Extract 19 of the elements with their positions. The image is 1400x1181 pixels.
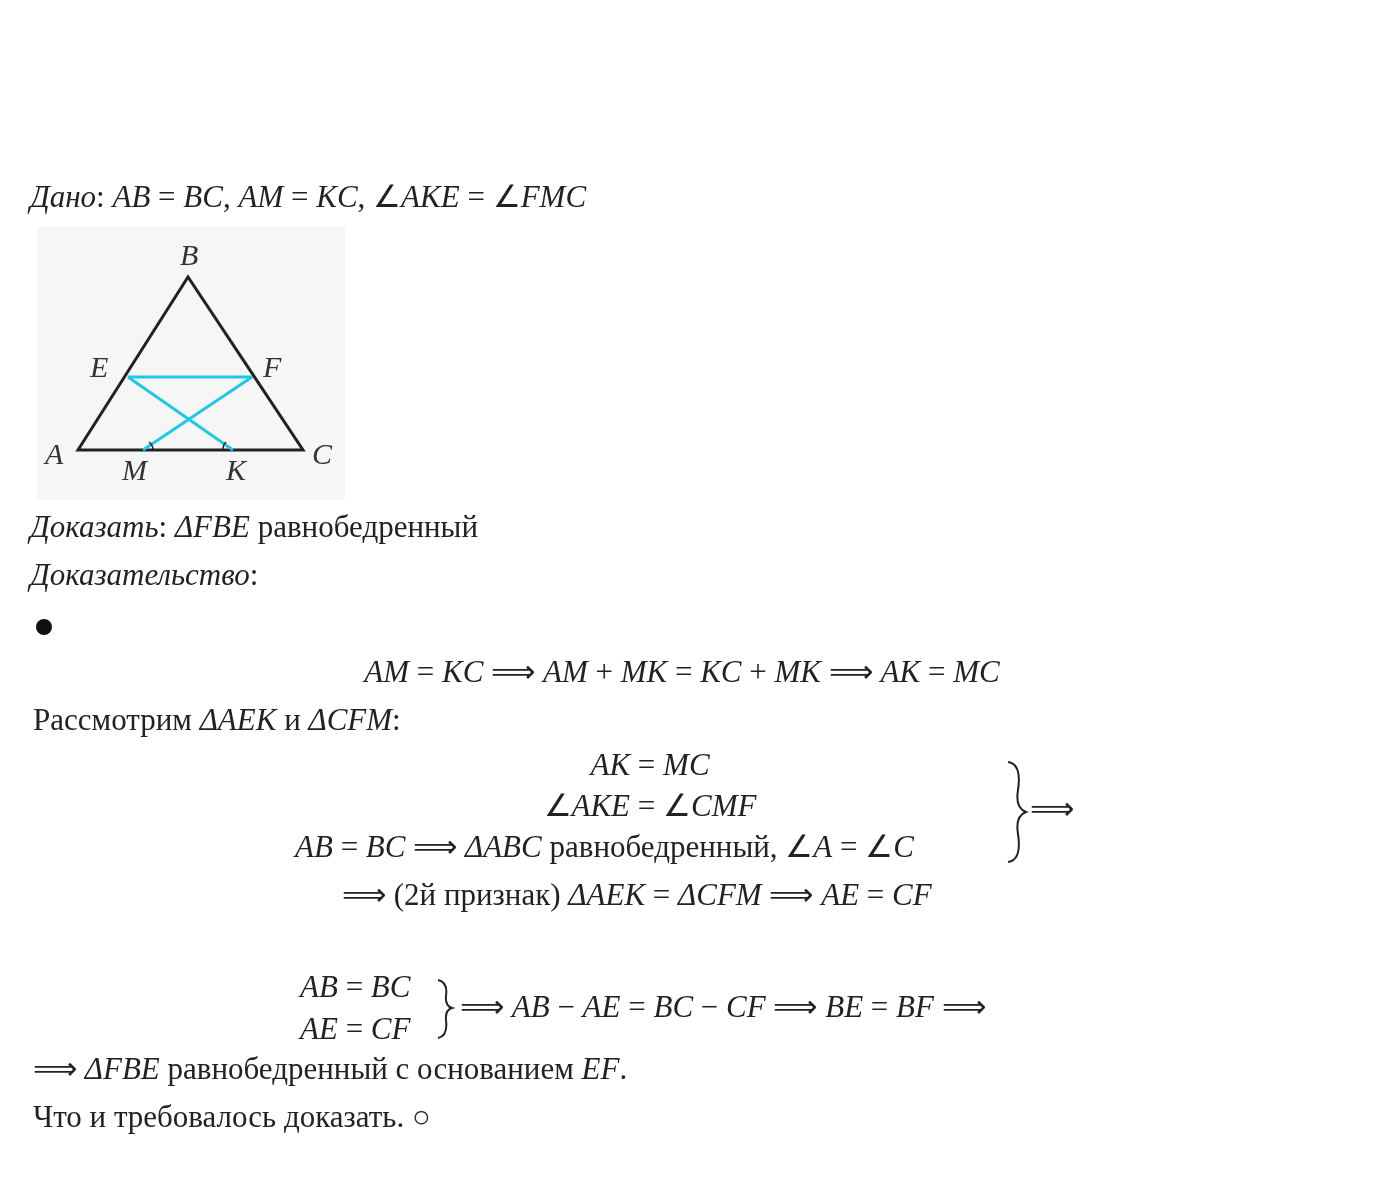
vertex-label: M xyxy=(122,453,147,486)
equation-line: ⟹ (2й признак) ΔAEK = ΔCFM ⟹ AE = CF xyxy=(342,878,932,913)
equation-line: AB = BC xyxy=(300,970,411,1005)
equation-line: AM = KC ⟹ AM + MK = KC + MK ⟹ AK = MC xyxy=(364,655,1000,690)
conclusion-text: ⟹ ΔFBE равнобедренный с основанием EF. xyxy=(33,1052,628,1087)
equation-line: ∠AKE = ∠CMF xyxy=(543,789,757,824)
vertex-label: B xyxy=(180,238,199,271)
equation-line: AB = BC ⟹ ΔABC равнобедренный, ∠A = ∠C xyxy=(295,830,914,865)
vertex-label: E xyxy=(90,350,109,383)
conclusion-text: Что и требовалось доказать. ○ xyxy=(33,1100,431,1135)
vertex-label: A xyxy=(45,437,64,470)
equation-line: ⟹ AB − AE = BC − CF ⟹ BE = BF ⟹ xyxy=(460,990,986,1025)
statement-text: Рассмотрим ΔAEK и ΔCFM: xyxy=(33,703,401,738)
equation-line: AK = MC xyxy=(590,748,710,783)
equation-line: AE = CF xyxy=(300,1012,411,1047)
vertex-label: K xyxy=(226,453,246,486)
vertex-label: F xyxy=(263,350,282,383)
vertex-label: C xyxy=(312,437,332,470)
implication-sign: ⟹ xyxy=(1030,792,1074,827)
